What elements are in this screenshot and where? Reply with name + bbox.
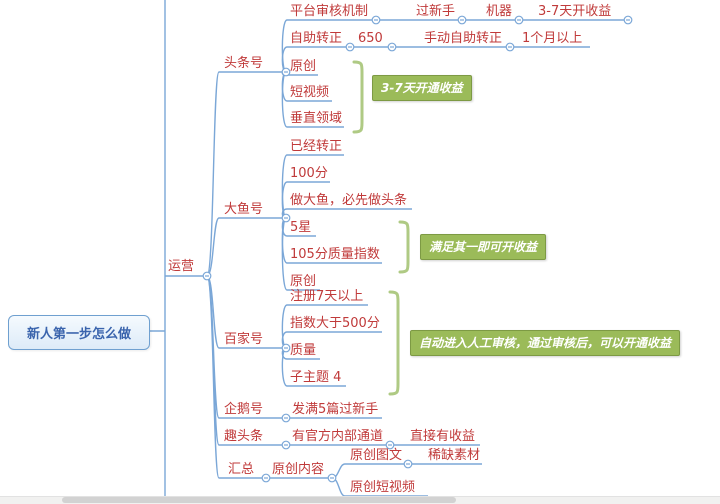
collapse-icon[interactable] xyxy=(327,473,337,483)
collapse-icon[interactable] xyxy=(281,343,291,353)
node-scarce-material[interactable]: 稀缺素材 xyxy=(428,448,481,463)
node-dayu-star5[interactable]: 5星 xyxy=(290,220,312,235)
node-self-transfer[interactable]: 自助转正 xyxy=(290,31,343,46)
node-pass-newbie[interactable]: 过新手 xyxy=(416,4,456,19)
collapse-icon[interactable] xyxy=(457,15,467,25)
node-dayu-confirmed[interactable]: 已经转正 xyxy=(290,139,343,154)
collapse-icon[interactable] xyxy=(514,15,524,25)
node-baijia-index500[interactable]: 指数大于500分 xyxy=(290,316,380,331)
node-dayu-quality105[interactable]: 105分质量指数 xyxy=(290,247,380,262)
node-dayu-note[interactable]: 做大鱼，必先做头条 xyxy=(290,193,408,208)
node-manual-transfer[interactable]: 手动自助转正 xyxy=(424,31,503,46)
node-original-content[interactable]: 原创内容 xyxy=(272,462,325,477)
collapse-icon[interactable] xyxy=(345,42,355,52)
node-machine[interactable]: 机器 xyxy=(486,4,513,19)
collapse-icon[interactable] xyxy=(281,213,291,223)
node-baijia-subtopic4[interactable]: 子主题 4 xyxy=(290,370,342,385)
node-operations[interactable]: 运营 xyxy=(168,259,195,274)
node-summary[interactable]: 汇总 xyxy=(228,462,255,477)
collapse-icon[interactable] xyxy=(387,42,397,52)
callout-dayu-condition[interactable]: 满足其一即可开收益 xyxy=(420,234,547,260)
node-dayu-original[interactable]: 原创 xyxy=(290,274,317,289)
collapse-icon[interactable] xyxy=(202,271,212,281)
node-baijia[interactable]: 百家号 xyxy=(224,332,264,347)
node-toutiao-shortvideo[interactable]: 短视频 xyxy=(290,85,330,100)
node-baijia-register7d[interactable]: 注册7天以上 xyxy=(290,289,364,304)
collapse-icon[interactable] xyxy=(505,42,515,52)
node-platform-review[interactable]: 平台审核机制 xyxy=(290,4,369,19)
node-qie-pass-newbie[interactable]: 发满5篇过新手 xyxy=(292,402,379,417)
collapse-icon[interactable] xyxy=(281,413,291,423)
node-original-shortvideo[interactable]: 原创短视频 xyxy=(350,480,416,495)
node-dayu[interactable]: 大鱼号 xyxy=(224,202,264,217)
node-original-graphic[interactable]: 原创图文 xyxy=(350,448,403,463)
node-baijia-quality[interactable]: 质量 xyxy=(290,343,317,358)
collapse-icon[interactable] xyxy=(623,15,633,25)
node-over-1-month[interactable]: 1个月以上 xyxy=(522,31,583,46)
horizontal-scrollbar-thumb[interactable] xyxy=(62,497,456,503)
node-direct-income[interactable]: 直接有收益 xyxy=(410,429,476,444)
collapse-icon[interactable] xyxy=(281,67,291,77)
node-toutiao-vertical[interactable]: 垂直领域 xyxy=(290,111,343,126)
root-topic[interactable]: 新人第一步怎么做 xyxy=(8,315,150,350)
node-toutiao[interactable]: 头条号 xyxy=(224,56,264,71)
node-toutiao-original[interactable]: 原创 xyxy=(290,59,317,74)
collapse-icon[interactable] xyxy=(281,440,291,450)
node-dayu-score100[interactable]: 100分 xyxy=(290,166,328,181)
node-income-3-7days[interactable]: 3-7天开收益 xyxy=(538,4,612,19)
node-qie[interactable]: 企鹅号 xyxy=(224,402,264,417)
callout-baijia-review[interactable]: 自动进入人工审核，通过审核后，可以开通收益 xyxy=(410,330,681,356)
collapse-icon[interactable] xyxy=(371,15,381,25)
node-qutoutiao[interactable]: 趣头条 xyxy=(224,429,264,444)
collapse-icon[interactable] xyxy=(403,459,413,469)
callout-toutiao-income[interactable]: 3-7天开通收益 xyxy=(372,75,472,101)
node-official-channel[interactable]: 有官方内部通道 xyxy=(292,429,384,444)
node-650[interactable]: 650 xyxy=(358,31,383,46)
boundary-brackets xyxy=(352,60,410,396)
collapse-icon[interactable] xyxy=(261,473,271,483)
